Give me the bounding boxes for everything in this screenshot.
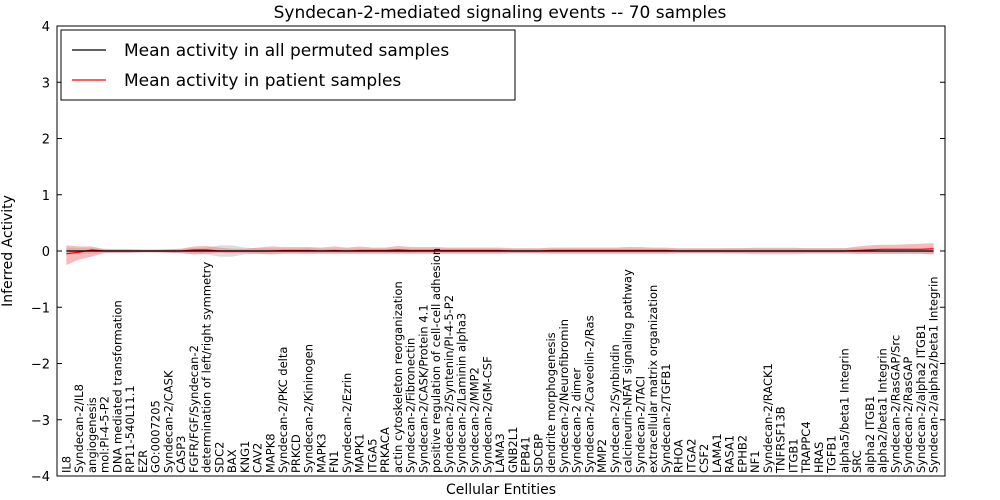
category-label: Syndecan-2/RasGAP/Src <box>888 335 902 473</box>
category-label: alpha2/beta1 Integrin <box>876 348 890 473</box>
category-label: Syndecan-2/Caveolin-2/Ras <box>582 315 596 473</box>
category-label: Syndecan-2/GM-CSF <box>480 356 494 473</box>
category-label: TGFB1 <box>825 435 839 474</box>
y-tick-label: 1 <box>42 189 50 204</box>
category-label: EZR <box>136 450 150 473</box>
category-label: Syndecan-2/Neurofibromin <box>557 319 571 473</box>
category-label: CASP3 <box>174 436 188 473</box>
chart-title: Syndecan-2-mediated signaling events -- … <box>274 3 727 23</box>
category-label: MAPK1 <box>353 433 367 473</box>
category-label: mol:PI-4-5-P2 <box>98 396 112 473</box>
y-tick-label: 4 <box>42 20 50 35</box>
category-label: HRAS <box>812 442 826 473</box>
category-label: ITGB1 <box>786 438 800 473</box>
category-label: EPB41 <box>519 436 533 473</box>
category-label: angiogenesis <box>85 397 99 473</box>
y-tick-label: 2 <box>42 133 50 148</box>
category-label: CSF2 <box>697 444 711 473</box>
category-label: Syndecan-2/RasGAP <box>901 357 915 473</box>
category-label: IL8 <box>59 456 73 473</box>
category-label: Syndecan-2/MMP2 <box>467 367 481 473</box>
y-tick-label: −4 <box>31 470 50 485</box>
category-label: extracellular matrix organization <box>646 285 660 473</box>
category-label: SDCBP <box>531 434 545 473</box>
y-tick-label: 3 <box>42 76 50 91</box>
legend-label-permuted: Mean activity in all permuted samples <box>124 41 449 61</box>
category-label: KNG1 <box>238 441 252 473</box>
category-label: Syndecan-2/TGFB1 <box>659 363 673 473</box>
x-axis-label: Cellular Entities <box>446 482 556 498</box>
category-label: LAMA1 <box>710 433 724 473</box>
legend-box <box>60 29 516 101</box>
category-label: Syndecan-2/Ezrin <box>340 373 354 473</box>
patient-band <box>66 243 934 266</box>
category-label: CAV2 <box>251 443 265 473</box>
category-label: Syndecan-2/Fibronectin <box>404 338 418 473</box>
category-label: LAMA3 <box>493 433 507 473</box>
category-label: SRC <box>850 450 864 473</box>
category-label: Syndecan-2/CASK <box>161 370 175 473</box>
y-axis-label: Inferred Activity <box>0 195 16 307</box>
legend: Mean activity in all permuted samples Me… <box>60 29 516 101</box>
category-label: FN1 <box>327 450 341 473</box>
category-label: PRKACA <box>378 427 392 473</box>
category-label: actin cytoskeleton reorganization <box>391 281 405 473</box>
y-tick-label: 0 <box>42 245 50 260</box>
category-label: determination of left/right symmetry <box>200 262 214 473</box>
category-label: alpha5/beta1 Integrin <box>837 348 851 473</box>
category-label: Syndecan-2/CASK/Protein 4.1 <box>416 304 430 473</box>
category-label: Syndecan-2/Kininogen <box>302 344 316 473</box>
series-lines <box>66 248 934 255</box>
y-axis-ticks: 4 3 2 1 0 −1 −2 −3 −4 <box>31 20 945 485</box>
y-tick-label: −1 <box>31 301 50 316</box>
category-label: Syndecan-2/Laminin alpha3 <box>455 313 469 473</box>
category-label: GNB2L1 <box>506 427 520 473</box>
category-label: ITGA5 <box>365 438 379 473</box>
category-label: TNFRSF13B <box>774 406 788 474</box>
category-label: EPHB2 <box>735 435 749 473</box>
category-label: RASA1 <box>723 435 737 473</box>
category-label: Syndecan-2/Syntenin/PI-4-5-P2 <box>442 295 456 473</box>
category-label: MMP2 <box>595 439 609 473</box>
category-label: MAPK8 <box>263 433 277 473</box>
category-label: DNA mediated transformation <box>110 300 124 473</box>
category-label: SDC2 <box>212 441 226 473</box>
category-label: Syndecan-2 dimer <box>570 368 584 473</box>
legend-label-patient: Mean activity in patient samples <box>124 71 401 91</box>
category-label: Syndecan-2/PKC delta <box>276 347 290 473</box>
y-tick-label: −2 <box>31 358 50 373</box>
category-label: RHOA <box>672 440 686 473</box>
category-label: Syndecan-2/Synbindin <box>608 344 622 473</box>
category-label: dendrite morphogenesis <box>544 332 558 473</box>
category-label: Syndecan-2/IL8 <box>72 384 86 473</box>
category-label: Syndecan-2/alpha2 ITGB1 <box>914 324 928 473</box>
y-tick-label: −3 <box>31 414 50 429</box>
category-label: RP11-540L11.1 <box>123 385 137 473</box>
plot-frame <box>56 25 946 477</box>
category-label: positive regulation of cell-cell adhesio… <box>429 248 443 473</box>
category-label: BAX <box>225 449 239 473</box>
category-label: Syndecan-2/RACK1 <box>761 363 775 473</box>
category-label: FGFR/FGF/Syndecan-2 <box>187 345 201 473</box>
category-label: Syndecan-2/TACI <box>633 376 647 473</box>
category-label: calcineurin-NFAT signaling pathway <box>621 269 635 473</box>
error-bands <box>66 243 934 266</box>
category-label: TRAPPC4 <box>799 421 813 474</box>
category-label: alpha2 ITGB1 <box>863 396 877 473</box>
category-label: NF1 <box>748 450 762 473</box>
category-label: Syndecan-2/alpha2/beta1 Integrin <box>927 276 941 473</box>
category-label: GO:0007205 <box>149 400 163 473</box>
category-labels: IL8Syndecan-2/IL8angiogenesismol:PI-4-5-… <box>59 248 940 474</box>
category-label: PRKCD <box>289 434 303 473</box>
category-label: MAPK3 <box>314 433 328 473</box>
category-label: ITGA2 <box>684 438 698 473</box>
